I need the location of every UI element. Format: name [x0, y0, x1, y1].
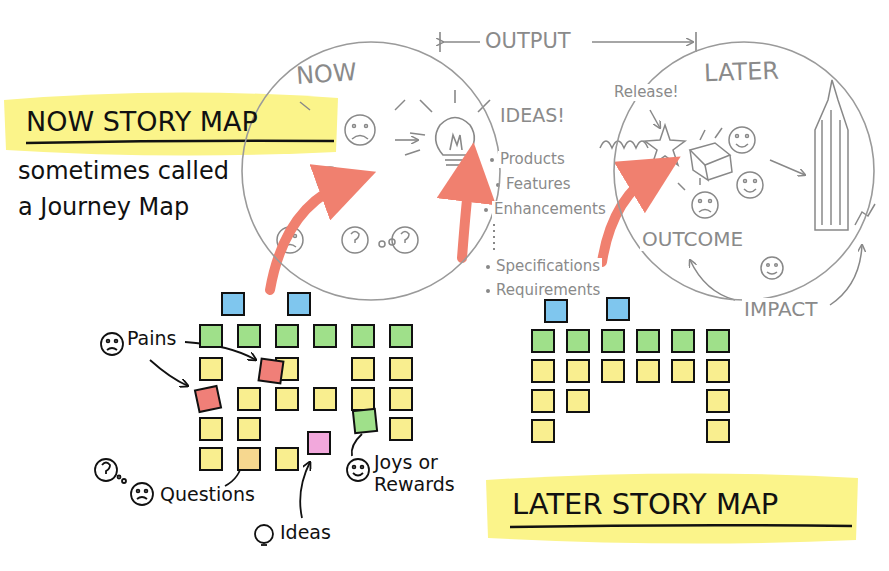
faces [277, 100, 418, 253]
sticky-note [390, 388, 412, 410]
red-arrow [270, 172, 655, 290]
sticky-note [200, 325, 222, 347]
note-text: sometimes called [18, 158, 229, 186]
outcome-label: OUTCOME [640, 228, 745, 251]
sticky-note [238, 448, 260, 470]
stage-circle: NOW [240, 40, 502, 302]
sticky-note [707, 390, 729, 412]
sticky-note [288, 293, 310, 315]
ideas-label: IDEAS! [498, 105, 567, 127]
annotation: Ideas [280, 522, 331, 544]
stage-circle: LATER [612, 40, 876, 302]
sticky-note [532, 330, 554, 352]
sticky-note [200, 418, 222, 440]
sticky-note [200, 448, 222, 470]
idea-item: Enhancements [492, 201, 608, 218]
sticky-note [195, 386, 221, 412]
release-label: Release! [612, 84, 681, 101]
impact-label: IMPACT [742, 298, 819, 321]
sticky-note [352, 388, 374, 410]
sticky-note [672, 330, 694, 352]
sticky-note [353, 409, 377, 433]
circle-outline [240, 40, 502, 302]
idea-item: Requirements [494, 282, 602, 299]
sticky-note [238, 325, 260, 347]
sticky-note [602, 360, 624, 382]
sticky-note [352, 358, 374, 380]
highlight [486, 473, 858, 543]
sticky-note [238, 388, 260, 410]
sticky-note [567, 390, 589, 412]
sticky-note [707, 330, 729, 352]
sticky-note [200, 358, 222, 380]
sticky-note [352, 325, 374, 347]
idea-item: Features [504, 176, 573, 193]
sticky-note [532, 420, 554, 442]
annotation: Joys or Rewards [374, 452, 504, 496]
sticky-note [390, 325, 412, 347]
sticky-note [607, 298, 629, 320]
map-title: NOW STORY MAP [26, 106, 258, 137]
sticky-note [314, 325, 336, 347]
release-illustration [645, 80, 875, 305]
sticky-note [276, 325, 298, 347]
output-label: OUTPUT [483, 29, 573, 53]
sticky-note [390, 418, 412, 440]
map-title: LATER STORY MAP [512, 488, 778, 521]
idea-item: Products [498, 151, 567, 168]
sticky-note [637, 330, 659, 352]
sticky-note [672, 360, 694, 382]
sticky-note [276, 388, 298, 410]
sticky-note [259, 359, 284, 384]
sticky-note [314, 388, 336, 410]
note-text: a Journey Map [18, 194, 189, 222]
sticky-note [276, 448, 298, 470]
sticky-note [222, 293, 244, 315]
circle-heading: LATER [704, 57, 780, 88]
sticky-note [637, 360, 659, 382]
sticky-notes [195, 293, 729, 470]
leaders [95, 333, 369, 545]
sticky-note [707, 420, 729, 442]
light-bulb [395, 90, 490, 165]
sticky-note [567, 360, 589, 382]
sticky-note [238, 418, 260, 440]
idea-item: Specifications [494, 258, 602, 275]
annotation: Questions [160, 484, 255, 506]
sticky-note [532, 390, 554, 412]
sticky-note [308, 432, 330, 454]
sticky-note [532, 360, 554, 382]
sticky-note [545, 300, 567, 322]
annotation: Pains [127, 328, 176, 350]
highlight [4, 92, 338, 155]
sticky-note [567, 330, 589, 352]
sticky-note [707, 360, 729, 382]
sticky-note [390, 358, 412, 380]
sticky-note [602, 330, 624, 352]
circle-heading: NOW [295, 58, 357, 90]
